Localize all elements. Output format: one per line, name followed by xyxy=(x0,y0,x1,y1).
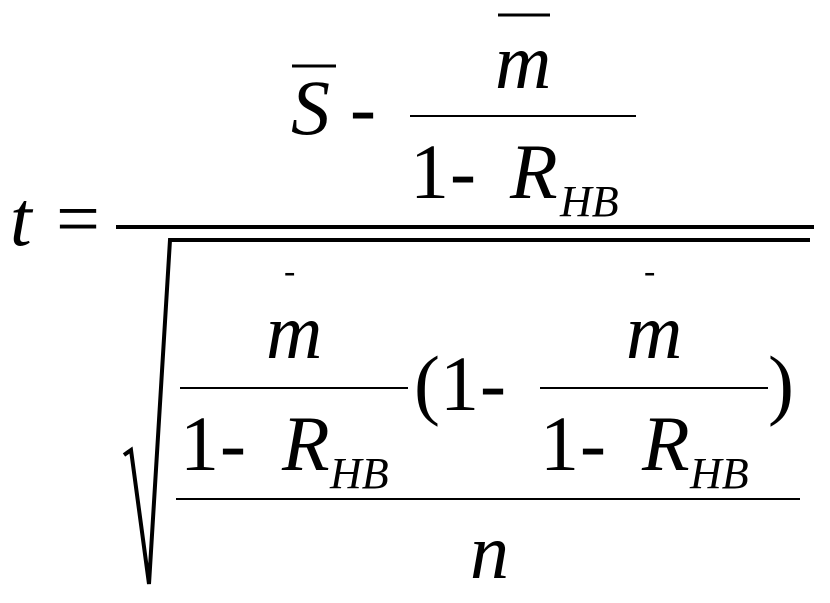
right-r-subscript: HB xyxy=(689,449,749,498)
close-parenthesis: ) xyxy=(768,340,794,427)
right-minus-sign: - xyxy=(580,400,606,487)
open-parenthesis: ( xyxy=(414,340,440,427)
inner-minus-sign: - xyxy=(450,128,476,215)
s-symbol: S xyxy=(291,64,330,151)
equals-sign: = xyxy=(56,175,100,262)
paren-minus-sign: - xyxy=(480,340,506,427)
right-m-symbol: m xyxy=(626,288,682,375)
denominator: - m 1 - R HB ( 1 - - m 1 - R HB ) n xyxy=(176,253,800,595)
left-r-symbol: R xyxy=(281,400,330,487)
n-symbol: n xyxy=(470,508,509,595)
paren-one: 1 xyxy=(440,340,479,427)
numerator: S - m 1 - R HB xyxy=(291,13,636,226)
numerator-minus-sign: - xyxy=(350,64,376,151)
one: 1 xyxy=(410,128,449,215)
right-m-bar-mark: - xyxy=(644,253,655,290)
left-minus-sign: - xyxy=(220,400,246,487)
r-subscript: HB xyxy=(559,177,619,226)
t-variable: t xyxy=(10,175,34,262)
square-root-sign xyxy=(122,238,810,585)
left-m-bar-mark: - xyxy=(284,253,295,290)
left-m-symbol: m xyxy=(266,288,322,375)
r-symbol: R xyxy=(509,128,558,215)
right-r-symbol: R xyxy=(641,400,690,487)
m-symbol: m xyxy=(495,18,551,105)
left-one: 1 xyxy=(180,400,219,487)
right-one: 1 xyxy=(540,400,579,487)
left-r-subscript: HB xyxy=(329,449,389,498)
